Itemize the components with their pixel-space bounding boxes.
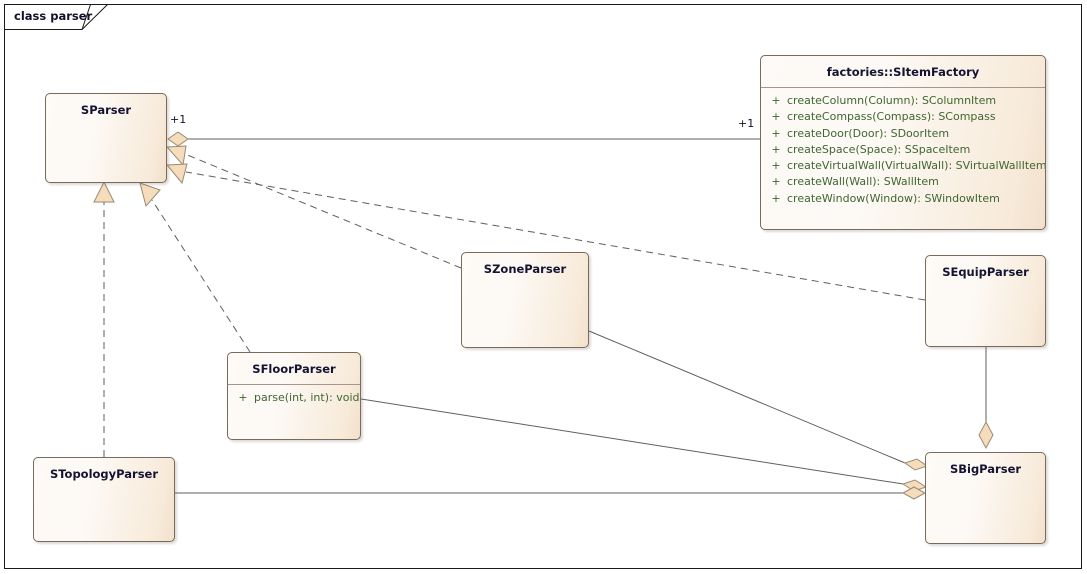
member-visibility: + [771,94,781,107]
class-separator [761,87,1045,88]
class-member: + createSpace(Space): SSpaceItem [765,142,1041,158]
multiplicity-sparser-out: +1 [170,113,187,126]
class-box-sequipparser[interactable]: SEquipParser [925,255,1046,347]
class-box-sitemfactory[interactable]: factories::SItemFactory + createColumn(C… [760,55,1046,230]
member-visibility: + [771,126,781,140]
diagram-frame [4,4,1082,569]
member-signature: createDoor(Door): SDoorItem [787,126,950,140]
class-name-sitemfactory: factories::SItemFactory [826,65,980,79]
class-box-sfloorparser[interactable]: SFloorParser + parse(int, int): void [227,352,361,440]
member-visibility: + [771,159,781,173]
class-members-sfloorparser: + parse(int, int): void [228,385,360,410]
class-member: + createWall(Wall): SWallItem [765,174,1041,190]
class-name-szoneparser: SZoneParser [483,262,567,276]
class-name-sbigparser: SBigParser [949,462,1022,476]
member-signature: parse(int, int): void [254,391,360,404]
class-member: + createColumn(Column): SColumnItem [765,93,1041,109]
member-signature: createSpace(Space): SSpaceItem [787,142,971,156]
class-separator [228,384,360,385]
class-member: + createWindow(Window): SWindowItem [765,191,1041,207]
diagram-frame-label: class parser [14,9,93,23]
member-signature: createColumn(Column): SColumnItem [787,94,997,107]
member-signature: createVirtualWall(VirtualWall): SVirtual… [787,159,1046,173]
member-visibility: + [771,191,781,205]
member-signature: createWall(Wall): SWallItem [787,175,939,189]
class-name-stopologyparser: STopologyParser [49,467,159,481]
class-box-szoneparser[interactable]: SZoneParser [461,252,589,348]
class-box-stopologyparser[interactable]: STopologyParser [33,457,175,542]
class-members-sitemfactory: + createColumn(Column): SColumnItem + cr… [761,88,1045,211]
member-visibility: + [771,175,781,189]
class-name-sequipparser: SEquipParser [942,265,1029,279]
diagram-frame-tab: class parser [4,4,108,30]
class-name-sparser: SParser [80,103,132,117]
multiplicity-sitemfactory-in: +1 [738,117,755,130]
member-signature: createWindow(Window): SWindowItem [787,191,1000,205]
member-visibility: + [771,110,781,124]
member-visibility: + [771,142,781,156]
class-name-sfloorparser: SFloorParser [252,362,336,376]
member-signature: createCompass(Compass): SCompass [787,110,996,124]
member-visibility: + [238,391,248,404]
class-member: + parse(int, int): void [232,390,360,406]
class-member: + createCompass(Compass): SCompass [765,109,1041,125]
class-box-sbigparser[interactable]: SBigParser [925,452,1046,544]
class-member: + createDoor(Door): SDoorItem [765,126,1041,142]
class-box-sparser[interactable]: SParser [45,93,167,183]
class-member: + createVirtualWall(VirtualWall): SVirtu… [765,158,1045,174]
